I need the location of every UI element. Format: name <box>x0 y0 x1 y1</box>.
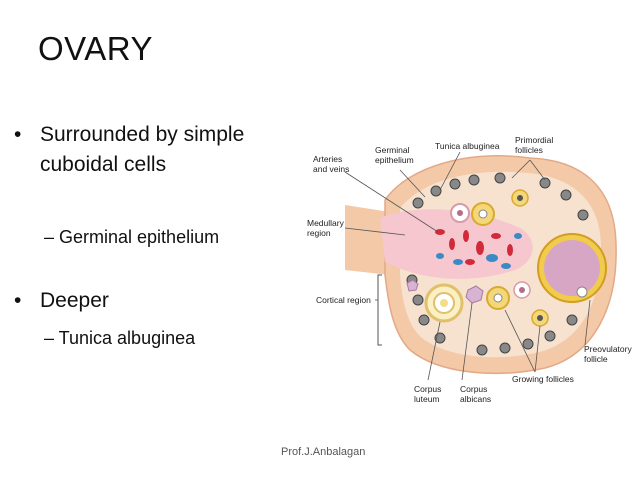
bullet-text-line: Surrounded by simple <box>40 123 245 146</box>
label-preovulatory: Preovulatory <box>584 344 632 354</box>
bullet-text: Surrounded by simple cuboidal cells <box>40 120 320 180</box>
label-cortical: Cortical region <box>316 295 371 305</box>
sub-bullet-1: – Germinal epithelium <box>44 227 220 247</box>
label-germinal: epithelium <box>375 155 414 165</box>
label-albicans: Corpus <box>460 384 487 394</box>
hilum <box>345 205 390 275</box>
label-arteries: Arteries <box>313 154 342 164</box>
label-preovulatory: follicle <box>584 354 608 364</box>
label-tunica: Tunica albuginea <box>435 141 500 151</box>
bullet-text: Deeper <box>40 289 109 312</box>
cortical-bracket <box>377 274 382 346</box>
sub-bullet-2: – Tunica albuginea <box>44 328 196 348</box>
preovulatory-follicle <box>537 233 607 303</box>
bullet-marker: • <box>14 123 22 146</box>
corpus-albicans <box>406 279 484 304</box>
label-arteries: and veins <box>313 164 349 174</box>
label-luteum: luteum <box>414 394 440 404</box>
label-luteum: Corpus <box>414 384 441 394</box>
leader-lines <box>344 151 591 381</box>
bullet-text-line: cuboidal cells <box>40 153 167 176</box>
label-medullary: region <box>307 228 331 238</box>
corpus-luteum <box>424 283 464 323</box>
slide-title: OVARY <box>38 30 153 67</box>
label-growing: Growing follicles <box>512 374 574 384</box>
label-albicans: albicans <box>460 394 491 404</box>
label-primordial: Primordial <box>515 135 553 145</box>
label-medullary: Medullary <box>307 218 345 228</box>
label-primordial: follicles <box>515 145 543 155</box>
bullet-marker: • <box>14 289 22 312</box>
footer-credit: Prof.J.Anbalagan <box>281 446 366 458</box>
label-germinal: Germinal <box>375 145 410 155</box>
blood-vessels <box>435 229 522 269</box>
